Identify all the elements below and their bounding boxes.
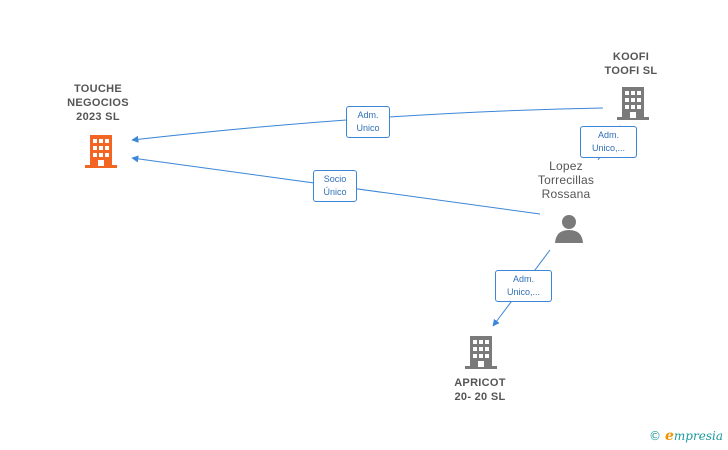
building-icon-koofi[interactable]: [616, 85, 650, 121]
edge-label-line: Unico,...: [506, 287, 540, 297]
label-line: Rossana: [541, 187, 591, 201]
label-line: NEGOCIOS: [67, 97, 129, 109]
node-label-touche[interactable]: TOUCHE NEGOCIOS 2023 SL: [48, 82, 148, 124]
label-line: KOOFI: [612, 51, 650, 63]
edge-label-line: Unico: [356, 123, 380, 133]
label-line: APRICOT: [454, 377, 506, 389]
edge-label-lopez-koofi[interactable]: Adm. Unico,...: [580, 126, 637, 158]
label-line: TOUCHE: [73, 83, 123, 95]
building-icon-apricot[interactable]: [464, 334, 498, 370]
edge-label-line: Adm.: [597, 130, 619, 140]
edge-label-line: Adm.: [357, 110, 379, 120]
edge-label-koofi-touche[interactable]: Adm. Unico: [346, 106, 390, 138]
edge-label-line: Socio: [323, 174, 347, 184]
brand-name: mpresia: [673, 429, 723, 443]
node-label-apricot[interactable]: APRICOT 20- 20 SL: [430, 376, 530, 404]
edge-label-lopez-touche[interactable]: Socio Único: [313, 170, 357, 202]
edge-label-line: Adm.: [512, 274, 534, 284]
label-line: Torrecillas: [537, 173, 595, 187]
label-line: Lopez: [549, 159, 583, 173]
edge-label-line: Unico,...: [591, 143, 625, 153]
node-label-koofi[interactable]: KOOFI TOOFI SL: [581, 50, 681, 78]
label-line: 2023 SL: [76, 111, 120, 123]
brand-footer: © empresia: [649, 428, 723, 444]
label-line: TOOFI SL: [604, 65, 658, 77]
edge-label-line: Único: [323, 187, 347, 197]
brand-initial: e: [665, 428, 674, 444]
edge-label-lopez-apricot[interactable]: Adm. Unico,...: [495, 270, 552, 302]
label-line: 20- 20 SL: [454, 391, 506, 403]
building-icon-touche[interactable]: [84, 133, 118, 169]
person-icon-lopez[interactable]: [553, 212, 585, 244]
copyright-icon: ©: [649, 429, 661, 443]
node-label-lopez[interactable]: Lopez Torrecillas Rossana: [516, 159, 616, 201]
